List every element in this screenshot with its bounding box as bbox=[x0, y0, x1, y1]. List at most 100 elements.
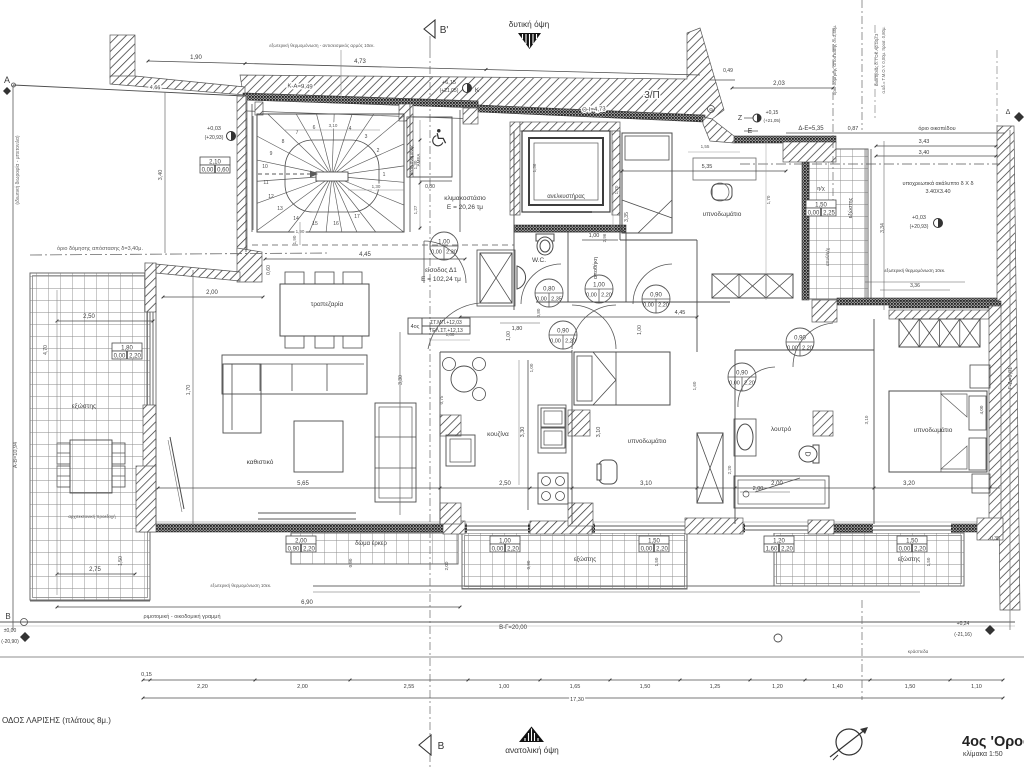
svg-text:2,50: 2,50 bbox=[83, 314, 95, 320]
svg-text:8: 8 bbox=[282, 139, 285, 145]
svg-text:2,00: 2,00 bbox=[753, 486, 764, 492]
svg-text:1,20: 1,20 bbox=[772, 684, 783, 690]
svg-text:0,15: 0,15 bbox=[141, 672, 152, 678]
svg-text:11: 11 bbox=[263, 180, 268, 186]
svg-text:Ζ: Ζ bbox=[738, 115, 743, 122]
svg-text:0,00: 0,00 bbox=[641, 546, 653, 552]
svg-text:0,80: 0,80 bbox=[536, 308, 541, 317]
svg-text:3,20: 3,20 bbox=[903, 481, 915, 487]
svg-text:(-21,16): (-21,16) bbox=[954, 632, 972, 638]
svg-text:3,40: 3,40 bbox=[919, 150, 930, 156]
svg-text:1,50: 1,50 bbox=[118, 556, 124, 566]
svg-text:0,90: 0,90 bbox=[736, 371, 748, 377]
svg-text:4,00: 4,00 bbox=[979, 405, 984, 414]
svg-text:0,90: 0,90 bbox=[288, 546, 300, 552]
svg-text:0,00: 0,00 bbox=[899, 546, 911, 552]
svg-text:κλίμακα 1:50: κλίμακα 1:50 bbox=[963, 750, 1003, 758]
svg-text:0,00: 0,00 bbox=[536, 297, 547, 303]
svg-text:καθιστικό: καθιστικό bbox=[247, 458, 274, 466]
svg-text:17,30: 17,30 bbox=[570, 697, 584, 703]
svg-text:1,65: 1,65 bbox=[570, 684, 581, 690]
svg-text:1,80: 1,80 bbox=[446, 332, 455, 337]
svg-text:0,00: 0,00 bbox=[202, 167, 214, 173]
svg-text:Β-Γ=20,00: Β-Γ=20,00 bbox=[499, 625, 527, 631]
svg-text:3: 3 bbox=[365, 134, 368, 140]
svg-text:2,20: 2,20 bbox=[744, 381, 755, 387]
svg-text:2,20: 2,20 bbox=[781, 546, 793, 552]
svg-text:2,00: 2,00 bbox=[295, 538, 307, 544]
svg-text:1,36: 1,36 bbox=[532, 163, 537, 172]
svg-text:0,75: 0,75 bbox=[439, 395, 444, 404]
svg-text:2,20: 2,20 bbox=[565, 339, 576, 345]
svg-text:3/Π: 3/Π bbox=[644, 90, 660, 101]
svg-text:(ιδιωτική διωροφία - μπετονιλα: (ιδιωτική διωροφία - μπετονιλα) bbox=[14, 135, 21, 205]
svg-text:1,00: 1,00 bbox=[529, 363, 534, 372]
svg-text:2,10: 2,10 bbox=[209, 159, 221, 165]
svg-text:Β: Β bbox=[5, 612, 10, 621]
svg-text:ιδιοκτησίας δ. ΓΟΚ Αρ.14β.3: ιδιοκτησίας δ. ΓΟΚ Αρ.14β.3 bbox=[874, 33, 879, 86]
svg-text:+6,15: +6,15 bbox=[442, 80, 456, 86]
svg-text:ριμοτομική - οικοδομική γραμμή: ριμοτομική - οικοδομική γραμμή bbox=[143, 613, 220, 620]
svg-text:1,27: 1,27 bbox=[413, 205, 418, 214]
svg-text:εξωτερική θερμομόνωση - αντισε: εξωτερική θερμομόνωση - αντισεισμικός αρ… bbox=[269, 42, 374, 48]
svg-text:1: 1 bbox=[383, 172, 386, 178]
svg-text:2,00: 2,00 bbox=[297, 684, 308, 690]
svg-text:ανελκυστήρας: ανελκυστήρας bbox=[547, 193, 585, 200]
svg-text:0,49: 0,49 bbox=[723, 68, 733, 74]
svg-text:0,00: 0,00 bbox=[431, 250, 442, 256]
svg-text:1,60: 1,60 bbox=[766, 546, 778, 552]
svg-text:6: 6 bbox=[313, 125, 316, 131]
svg-text:1,00: 1,00 bbox=[593, 283, 605, 289]
svg-text:2,55: 2,55 bbox=[404, 684, 415, 690]
svg-text:εξωτερική θερμομόνωση 10εκ.: εξωτερική θερμομόνωση 10εκ. bbox=[211, 582, 272, 588]
svg-text:(+21,05): (+21,05) bbox=[764, 118, 781, 123]
svg-text:0,80: 0,80 bbox=[425, 184, 435, 190]
svg-text:ΑΜΕΑ: ΑΜΕΑ bbox=[416, 154, 421, 167]
svg-text:0,87: 0,87 bbox=[848, 126, 859, 132]
svg-text:Ε = 20,26 τμ: Ε = 20,26 τμ bbox=[447, 204, 483, 211]
svg-text:είσοδος Δ1: είσοδος Δ1 bbox=[425, 266, 457, 274]
svg-text:0,00: 0,00 bbox=[492, 546, 504, 552]
svg-text:4ος 'Οροφο: 4ος 'Οροφο bbox=[962, 734, 1024, 750]
svg-text:+0,15: +0,15 bbox=[766, 110, 779, 116]
svg-text:όριο οικοπέδου: όριο οικοπέδου bbox=[918, 125, 955, 132]
svg-text:0,00: 0,00 bbox=[808, 210, 820, 216]
svg-text:1,70: 1,70 bbox=[186, 385, 192, 396]
svg-text:Ε: Ε bbox=[748, 128, 753, 135]
svg-text:1,10: 1,10 bbox=[971, 684, 982, 690]
svg-text:2,20: 2,20 bbox=[914, 546, 926, 552]
svg-text:3,43: 3,43 bbox=[919, 139, 930, 145]
svg-text:1,50: 1,50 bbox=[926, 557, 931, 566]
svg-text:κλιμακοστάσιο: κλιμακοστάσιο bbox=[444, 194, 486, 202]
svg-text:1,00: 1,00 bbox=[589, 233, 600, 239]
svg-text:ανατολική όψη: ανατολική όψη bbox=[505, 745, 559, 755]
svg-text:2: 2 bbox=[377, 148, 380, 154]
svg-text:3,10: 3,10 bbox=[596, 427, 602, 438]
svg-text:0,00: 0,00 bbox=[114, 353, 126, 359]
svg-text:1,40: 1,40 bbox=[832, 684, 843, 690]
svg-text:4,66: 4,66 bbox=[150, 85, 161, 92]
svg-text:2,20: 2,20 bbox=[656, 546, 668, 552]
svg-text:Γ-Δ=9,91: Γ-Δ=9,91 bbox=[1008, 367, 1014, 389]
svg-text:υπνοδωμάτιο: υπνοδωμάτιο bbox=[914, 426, 953, 434]
svg-text:υπνοδωμάτιο: υπνοδωμάτιο bbox=[703, 210, 742, 218]
svg-text:ΤΕΛ.ΣΤ.+12,13: ΤΕΛ.ΣΤ.+12,13 bbox=[429, 328, 463, 334]
svg-text:2,50: 2,50 bbox=[499, 481, 511, 487]
svg-text:3,30: 3,30 bbox=[398, 375, 404, 385]
svg-text:0,35: 0,35 bbox=[990, 536, 1000, 542]
svg-text:3,10: 3,10 bbox=[864, 415, 869, 424]
svg-text:1,00: 1,00 bbox=[499, 684, 510, 690]
svg-text:0,90: 0,90 bbox=[348, 558, 353, 567]
svg-text:±0,00: ±0,00 bbox=[4, 628, 17, 634]
svg-text:2,20: 2,20 bbox=[658, 303, 669, 309]
svg-text:όριο δόμησης απόστασης δ=3,40μ: όριο δόμησης απόστασης δ=3,40μ. bbox=[831, 25, 837, 95]
svg-text:1,30: 1,30 bbox=[413, 160, 418, 169]
svg-text:+0,03: +0,03 bbox=[912, 215, 926, 221]
svg-text:1,90: 1,90 bbox=[190, 55, 202, 61]
svg-text:A: A bbox=[4, 75, 10, 85]
svg-text:(+20,93): (+20,93) bbox=[205, 135, 224, 141]
svg-text:3,34: 3,34 bbox=[880, 223, 886, 233]
svg-text:2,20: 2,20 bbox=[727, 465, 732, 474]
svg-text:16: 16 bbox=[333, 221, 339, 227]
svg-text:2,20: 2,20 bbox=[507, 546, 519, 552]
